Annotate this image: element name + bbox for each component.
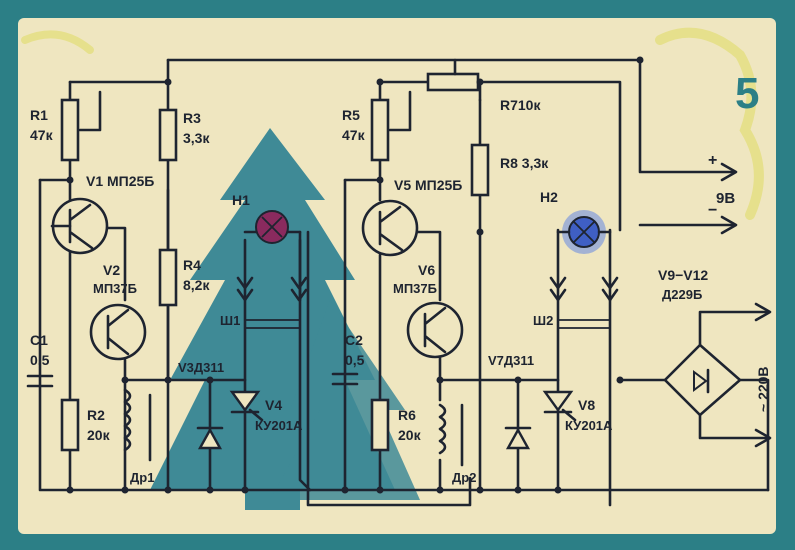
label-r3: R3	[183, 110, 201, 126]
resistor-r4	[158, 248, 178, 307]
label-c2: C2	[345, 332, 363, 348]
lamp-h1	[243, 210, 302, 244]
decor-scribble	[21, 30, 94, 54]
diode-v7	[504, 426, 532, 450]
label-r4: R4	[183, 257, 201, 273]
choke-dr2	[438, 403, 464, 467]
label-v7: V7Д311	[488, 353, 534, 368]
label-r6: R6	[398, 407, 416, 423]
label-r2-value: 20к	[87, 427, 111, 443]
capacitor-c2	[331, 372, 359, 386]
label-v1: V1 МП25Б	[86, 173, 154, 189]
thyristor-v8	[542, 390, 577, 422]
label-r3-value: 3,3к	[183, 130, 210, 146]
connector-sh1	[236, 276, 308, 329]
resistor-r7	[426, 72, 480, 92]
diode-v3	[196, 426, 224, 450]
wire-top-rail	[166, 58, 737, 174]
resistor-r1	[60, 98, 80, 162]
lamp-h2	[556, 210, 612, 254]
label-v6-type: МП37Б	[393, 281, 437, 296]
label-r1: R1	[30, 107, 48, 123]
label-v3: V3Д311	[178, 360, 224, 375]
bridge-rectifier-v9-v12	[663, 343, 742, 417]
label-c1: C1	[30, 332, 48, 348]
label-v5: V5 МП25Б	[394, 177, 462, 193]
arrow-plus-output	[720, 162, 738, 182]
schematic-panel	[18, 18, 776, 534]
label-v4: V4	[265, 397, 282, 413]
label-r5: R5	[342, 107, 360, 123]
resistor-r5	[370, 98, 390, 162]
transistor-v5	[361, 199, 419, 257]
label-v2: V2	[103, 262, 120, 278]
choke-dr1	[123, 388, 152, 462]
label-r7: R710к	[500, 97, 541, 113]
wire-left-lamp-return	[306, 230, 472, 507]
arrow-minus-output	[720, 215, 738, 235]
arrow-mains-top	[754, 302, 772, 322]
transistor-v2	[89, 303, 147, 361]
transistor-v6	[406, 301, 464, 359]
label-mains: ~ 220В	[755, 366, 771, 412]
label-r5-value: 47к	[342, 127, 366, 143]
label-r6-value: 20к	[398, 427, 422, 443]
wire-r1-wiper	[78, 90, 102, 132]
label-v4-type: КУ201А	[255, 418, 303, 433]
transistor-v1	[50, 197, 109, 255]
label-supply-voltage: 9В	[716, 190, 735, 207]
label-bridge-type: Д229Б	[662, 287, 702, 302]
label-v6: V6	[418, 262, 435, 278]
label-dr1: Др1	[130, 470, 154, 485]
resistor-r2	[60, 398, 80, 452]
figure-number: 5	[735, 69, 759, 118]
label-r2: R2	[87, 407, 105, 423]
junction-dots	[66, 56, 644, 494]
resistor-r6	[370, 398, 390, 452]
wire-bottom-rail	[38, 178, 770, 492]
label-r4-value: 8,2к	[183, 277, 210, 293]
label-h2: H2	[540, 189, 558, 205]
label-sh1: Ш1	[220, 313, 240, 328]
label-v8: V8	[578, 397, 595, 413]
label-minus: −	[708, 202, 717, 219]
label-v8-type: КУ201А	[565, 418, 613, 433]
label-c2-value: 0,5	[345, 352, 365, 368]
decor-scribble	[655, 27, 764, 220]
label-v2-type: МП37Б	[93, 281, 137, 296]
arrow-mains-bottom	[754, 428, 772, 448]
label-bridge: V9−V12	[658, 267, 708, 283]
label-c1-value: 0,5	[30, 352, 50, 368]
thyristor-v4	[229, 390, 264, 422]
label-sh2: Ш2	[533, 313, 553, 328]
label-dr2: Др2	[452, 470, 476, 485]
connector-sh2	[549, 276, 619, 329]
label-r1-value: 47к	[30, 127, 54, 143]
resistor-r8	[470, 143, 490, 197]
label-plus: +	[708, 152, 717, 169]
capacitor-c1	[26, 374, 54, 388]
resistor-r3	[158, 108, 178, 162]
label-r8: R8 3,3к	[500, 155, 549, 171]
label-h1: H1	[232, 192, 250, 208]
